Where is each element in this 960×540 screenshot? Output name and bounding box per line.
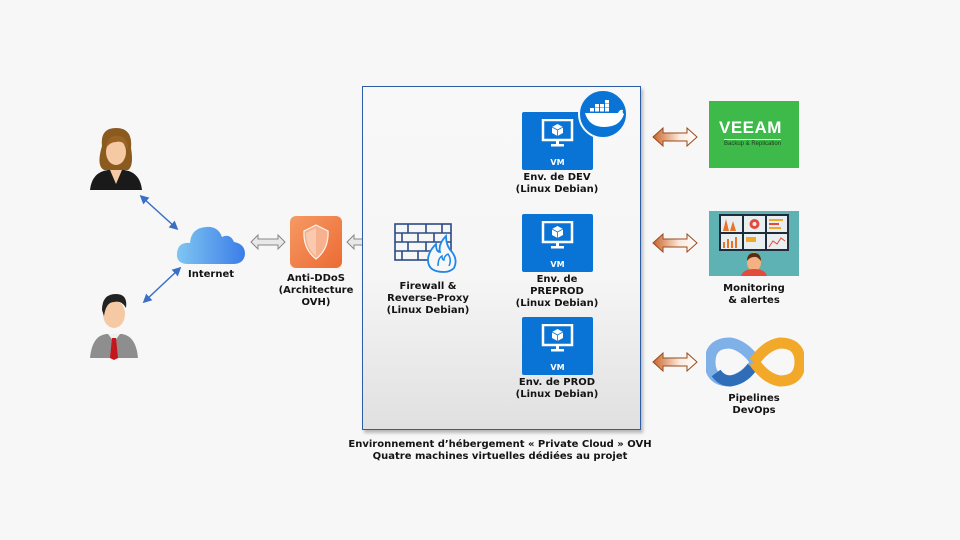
devops-loop-icon <box>706 337 804 387</box>
double-arrow-icon <box>250 234 286 250</box>
vm-preprod-label: Env. de PREPROD (Linux Debian) <box>515 274 599 309</box>
sync-arrow-icon <box>652 233 698 253</box>
private-cloud-caption: Environnement d’hébergement « Private Cl… <box>348 439 652 462</box>
monitoring-label: Monitoring & alertes <box>723 283 785 306</box>
anti-ddos-label: Anti-DDoS (Architecture OVH) <box>278 273 354 308</box>
veeam-wordmark: VEEAM <box>719 118 782 137</box>
docker-icon <box>578 89 628 139</box>
vm-badge: VM <box>550 158 565 167</box>
user-female-icon <box>90 128 142 190</box>
firewall-icon <box>394 223 457 273</box>
cloud-icon <box>176 226 245 264</box>
monitor-icon <box>541 221 574 249</box>
firewall-label: Firewall & Reverse-Proxy (Linux Debian) <box>386 281 470 316</box>
monitoring-illustration <box>709 211 799 276</box>
veeam-logo: VEEAM Backup & Replication <box>709 101 799 168</box>
user-male-internet-link <box>142 266 182 304</box>
vm-badge: VM <box>550 363 565 372</box>
private-cloud-frame <box>362 86 641 430</box>
veeam-subtitle: Backup & Replication <box>724 139 782 147</box>
user-female-internet-link <box>139 194 179 231</box>
shield-icon <box>290 216 342 268</box>
vm-preprod-tile[interactable]: VM <box>522 214 593 272</box>
user-male-icon <box>90 294 138 360</box>
vm-prod-label: Env. de PROD (Linux Debian) <box>515 377 599 400</box>
sync-arrow-icon <box>652 352 698 372</box>
vm-prod-tile[interactable]: VM <box>522 317 593 375</box>
internet-label: Internet <box>187 269 234 280</box>
monitor-icon <box>541 324 574 352</box>
vm-dev-label: Env. de DEV (Linux Debian) <box>515 172 599 195</box>
devops-label: Pipelines DevOps <box>728 393 780 416</box>
sync-arrow-icon <box>652 127 698 147</box>
monitor-icon <box>541 119 574 147</box>
vm-badge: VM <box>550 260 565 269</box>
